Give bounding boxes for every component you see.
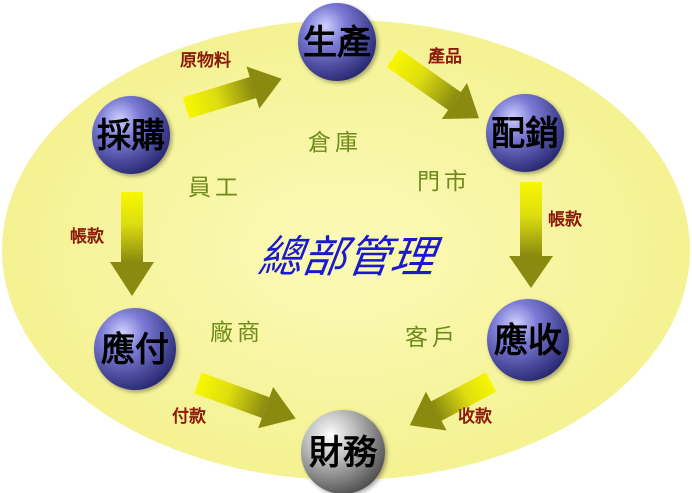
area-label-store: 門市 — [417, 169, 471, 195]
node-production-label: 生產 — [303, 23, 371, 63]
arrow-payable-to-finance — [194, 372, 296, 429]
arrow-distribution-to-receivable — [509, 182, 553, 288]
node-distribution — [486, 94, 564, 172]
area-label-staff: 員工 — [188, 175, 242, 201]
node-payable-label: 應付 — [101, 330, 169, 370]
area-label-customer: 客戶 — [405, 325, 459, 351]
area-label-vendor: 廠商 — [210, 320, 264, 346]
arrow-label-account-right: 帳款 — [548, 209, 583, 230]
node-production — [298, 3, 376, 81]
arrow-label-raw-material: 原物料 — [180, 50, 231, 71]
area-label-warehouse: 倉庫 — [308, 130, 362, 156]
arrow-label-product: 產品 — [428, 46, 462, 67]
node-payable — [94, 308, 176, 390]
arrow-production-to-distribution — [386, 48, 480, 120]
node-distribution-label: 配銷 — [491, 114, 559, 154]
node-finance — [301, 410, 385, 493]
node-receivable-label: 應收 — [494, 321, 562, 361]
arrow-purchase-to-payable — [110, 192, 154, 296]
arrow-label-account-left: 帳款 — [70, 226, 105, 247]
node-purchase-label: 採購 — [97, 116, 165, 156]
arrow-label-collection: 收款 — [458, 406, 493, 427]
node-finance-label: 財務 — [309, 433, 378, 473]
node-purchase — [92, 96, 170, 174]
arrow-receivable-to-finance — [409, 372, 497, 431]
arrow-purchase-to-production — [182, 66, 282, 119]
center-title: 總部管理 — [255, 232, 444, 283]
node-receivable — [487, 299, 569, 381]
arrow-label-payment: 付款 — [172, 406, 207, 427]
